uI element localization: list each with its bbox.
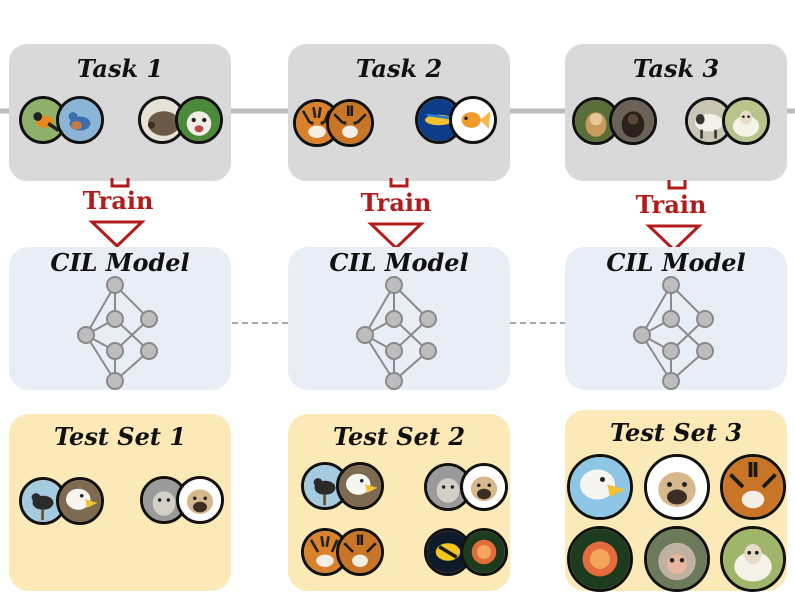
task-title: Task 3 bbox=[632, 54, 720, 83]
monkey-image bbox=[644, 526, 710, 592]
network-node bbox=[140, 310, 158, 328]
network-node bbox=[385, 276, 403, 294]
network-node bbox=[633, 326, 651, 344]
network-graph-1 bbox=[77, 276, 158, 390]
network-node bbox=[356, 326, 374, 344]
network-node bbox=[662, 276, 680, 294]
network-node bbox=[385, 342, 403, 360]
discus-fish-image bbox=[567, 526, 633, 592]
bulldog-image bbox=[175, 96, 223, 144]
bluebird-image bbox=[56, 96, 104, 144]
eagle-image bbox=[336, 462, 384, 510]
model-title: CIL Model bbox=[606, 248, 746, 277]
train-arrow-2 bbox=[367, 178, 425, 251]
sheep-image bbox=[722, 97, 770, 145]
tiger-image bbox=[326, 99, 374, 147]
discus-fish-image bbox=[460, 528, 508, 576]
test-set-title: Test Set 1 bbox=[53, 422, 187, 451]
pug-image bbox=[460, 463, 508, 511]
network-node bbox=[106, 276, 124, 294]
model-title: CIL Model bbox=[329, 248, 469, 277]
network-node bbox=[106, 310, 124, 328]
eagle-image bbox=[56, 477, 104, 525]
network-node bbox=[696, 342, 714, 360]
network-node bbox=[106, 342, 124, 360]
pug-image bbox=[644, 454, 710, 520]
network-node bbox=[696, 310, 714, 328]
train-arrow-3 bbox=[645, 180, 703, 252]
model-title: CIL Model bbox=[50, 248, 190, 277]
monkey-image bbox=[609, 97, 657, 145]
test-set-title: Test Set 3 bbox=[609, 418, 743, 447]
tiger-image bbox=[336, 528, 384, 576]
network-node bbox=[385, 372, 403, 390]
train-label: Train bbox=[360, 188, 432, 217]
train-label: Train bbox=[635, 190, 707, 219]
network-node bbox=[662, 342, 680, 360]
train-arrow-1 bbox=[88, 178, 146, 249]
network-node bbox=[140, 342, 158, 360]
sheep-image bbox=[720, 526, 786, 592]
network-node bbox=[419, 342, 437, 360]
network-graph-2 bbox=[356, 276, 437, 390]
tiger-image bbox=[720, 454, 786, 520]
train-label: Train bbox=[82, 186, 154, 215]
test-set-title: Test Set 2 bbox=[332, 422, 466, 451]
network-node bbox=[419, 310, 437, 328]
network-node bbox=[385, 310, 403, 328]
dog-image bbox=[140, 476, 188, 524]
monkey-image bbox=[572, 97, 620, 145]
goldfish-image bbox=[449, 96, 497, 144]
network-node bbox=[662, 372, 680, 390]
task-title: Task 1 bbox=[76, 54, 164, 83]
network-graph-3 bbox=[633, 276, 714, 390]
network-node bbox=[662, 310, 680, 328]
network-node bbox=[106, 372, 124, 390]
pug-image bbox=[176, 476, 224, 524]
network-node bbox=[77, 326, 95, 344]
eagle-image bbox=[567, 454, 633, 520]
task-title: Task 2 bbox=[355, 54, 443, 83]
